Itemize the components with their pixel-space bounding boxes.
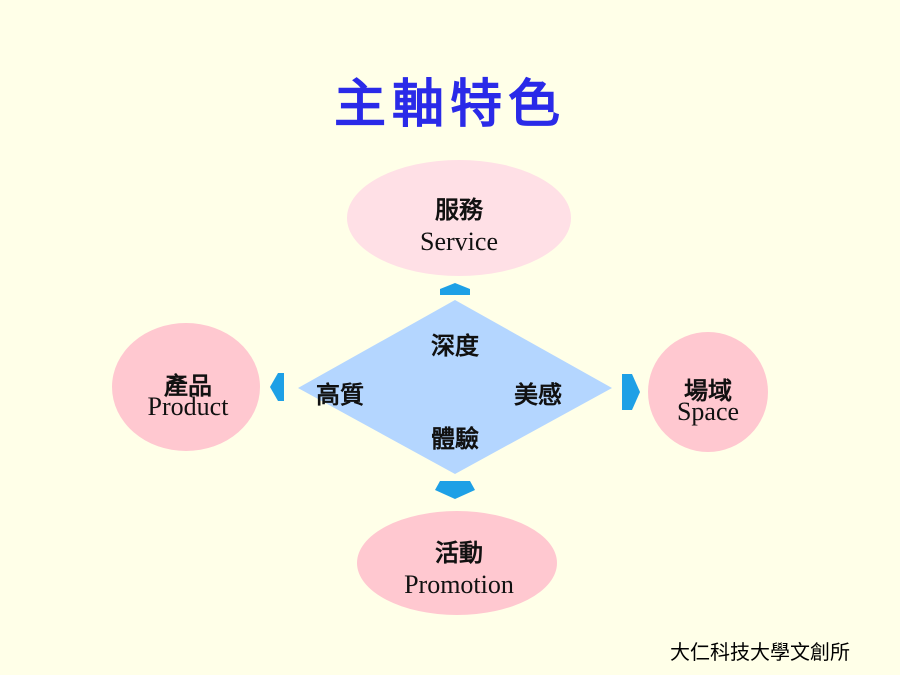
promotion-label-zh: 活動	[435, 538, 483, 567]
space-label-en: Space	[676, 397, 740, 426]
promotion-ellipse	[357, 511, 557, 615]
space-label-zh: 場域	[684, 376, 732, 405]
arrow-down-icon	[435, 481, 475, 499]
center-label-right: 美感	[514, 380, 562, 409]
product-label-en: Product	[147, 392, 229, 421]
center-label-left: 高質	[316, 380, 364, 409]
arrow-up-icon	[440, 283, 470, 295]
service-label-en: Service	[420, 227, 498, 256]
center-label-top: 深度	[431, 331, 479, 360]
product-label-zh: 產品	[164, 371, 212, 400]
center-label-bottom: 體驗	[431, 424, 479, 453]
promotion-label-en: Promotion	[404, 570, 514, 599]
service-ellipse	[347, 160, 571, 276]
footer-credit: 大仁科技大學文創所	[670, 640, 850, 664]
center-diamond	[298, 300, 612, 474]
arrow-left-icon	[270, 373, 284, 401]
arrow-right-icon	[622, 374, 640, 410]
page-title: 主軸特色	[333, 74, 566, 135]
product-ellipse	[112, 323, 260, 451]
service-label-zh: 服務	[435, 195, 483, 224]
space-ellipse	[648, 332, 768, 452]
